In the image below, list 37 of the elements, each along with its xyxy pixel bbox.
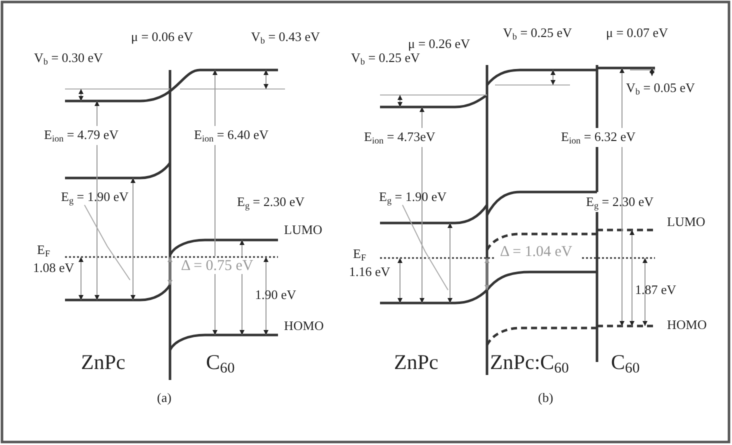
energy-value: 1.08 eV [32, 260, 76, 276]
fermi-level-label: E$_{F}$ [36, 242, 52, 258]
energy-value: 1.90 eV [254, 287, 298, 303]
level-label: HOMO [666, 317, 708, 333]
material-label: ZnPc [80, 350, 126, 374]
panel-label: (b) [537, 390, 554, 406]
dipole-label: μ = 0.26 eV [407, 36, 471, 52]
band-gap-label: E$_{g}$ = 1.90 eV [60, 189, 130, 205]
level-label: LUMO [666, 214, 706, 230]
dipole-label: μ = 0.07 eV [605, 25, 669, 41]
ionization-energy-label: E$_{ion}$ = 6.40 eV [193, 127, 270, 143]
energy-value: 1.87 eV [634, 282, 678, 298]
ionization-energy-label: E$_{ion}$ = 6.32 eV [560, 129, 637, 145]
ionization-energy-label: E$_{ion}$ = 4.79 eV [43, 127, 120, 143]
energy-value: 1.16 eV [348, 264, 392, 280]
material-label: C$_{60}$ [205, 350, 236, 374]
barrier-label: V$_{b}$ = 0.25 eV [502, 25, 573, 41]
offset-label: Δ = 0.75 eV [180, 258, 254, 274]
panel-label: (a) [156, 390, 172, 406]
band-gap-label: E$_{g}$ = 2.30 eV [585, 194, 654, 210]
leader-line [402, 204, 448, 290]
material-label: ZnPc:C$_{60}$ [489, 350, 570, 374]
level-label: HOMO [283, 318, 325, 334]
leader-line [84, 204, 130, 280]
band-gap-label: E$_{g}$ = 1.90 eV [378, 189, 448, 205]
fermi-level-label: E$_{F}$ [352, 246, 368, 262]
barrier-label: V$_{b}$ = 0.30 eV [33, 50, 104, 66]
barrier-label: V$_{b}$ = 0.25 eV [350, 50, 421, 66]
barrier-label: V$_{b}$ = 0.05 eV [625, 80, 696, 96]
level-label: LUMO [283, 222, 324, 238]
ionization-energy-label: E$_{ion}$ = 4.73eV [363, 129, 436, 145]
barrier-label: V$_{b}$ = 0.43 eV [250, 29, 321, 45]
material-label: C$_{60}$ [610, 350, 641, 374]
band-gap-label: E$_{g}$ = 2.30 eV [236, 194, 306, 210]
offset-label: Δ = 1.04 eV [499, 244, 574, 260]
dipole-label: μ = 0.06 eV [130, 29, 194, 45]
material-label: ZnPc [393, 350, 440, 374]
